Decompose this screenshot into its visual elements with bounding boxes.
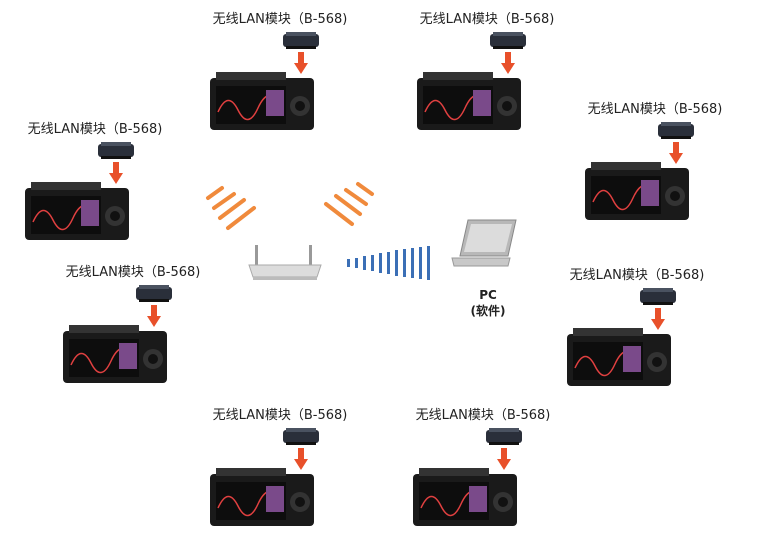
- wireless-lan-module-icon: [490, 32, 526, 49]
- signal-strength-icon: [347, 246, 430, 280]
- wireless-lan-module-icon: [486, 428, 522, 445]
- logger-node-2: 无线LAN模块（B-568): [412, 8, 562, 133]
- module-label: 无线LAN模块（B-568): [65, 265, 201, 280]
- data-logger-icon: [210, 468, 314, 526]
- down-arrow-icon: [109, 162, 123, 184]
- logger-node-3: 无线LAN模块（B-568): [20, 118, 170, 243]
- down-arrow-icon: [669, 142, 683, 164]
- data-logger-icon: [585, 162, 689, 220]
- pc-label-sub: (软件): [470, 304, 506, 318]
- down-arrow-icon: [294, 448, 308, 470]
- module-label: 无线LAN模块（B-568): [419, 12, 555, 27]
- module-label: 无线LAN模块（B-568): [415, 408, 551, 423]
- wireless-lan-module-icon: [283, 428, 319, 445]
- pc-label-title: PC: [479, 288, 497, 302]
- down-arrow-icon: [501, 52, 515, 74]
- logger-node-5: 无线LAN模块（B-568): [58, 261, 208, 386]
- pc-label: PC (软件): [455, 287, 521, 319]
- down-arrow-icon: [497, 448, 511, 470]
- data-logger-icon: [413, 468, 517, 526]
- laptop-icon: [451, 219, 517, 267]
- down-arrow-icon: [651, 308, 665, 330]
- data-logger-icon: [25, 182, 129, 240]
- module-label: 无线LAN模块（B-568): [587, 102, 723, 117]
- wireless-router-icon: [248, 245, 322, 280]
- logger-node-4: 无线LAN模块（B-568): [580, 98, 730, 223]
- wireless-lan-module-icon: [640, 288, 676, 305]
- module-label: 无线LAN模块（B-568): [212, 408, 348, 423]
- data-logger-icon: [417, 72, 521, 130]
- logger-node-1: 无线LAN模块（B-568): [205, 8, 355, 133]
- data-logger-icon: [567, 328, 671, 386]
- wireless-waves-left-icon: [206, 186, 256, 230]
- down-arrow-icon: [294, 52, 308, 74]
- wireless-lan-module-icon: [283, 32, 319, 49]
- module-label: 无线LAN模块（B-568): [569, 268, 705, 283]
- logger-node-8: 无线LAN模块（B-568): [408, 404, 558, 529]
- down-arrow-icon: [147, 305, 161, 327]
- module-label: 无线LAN模块（B-568): [212, 12, 348, 27]
- logger-node-7: 无线LAN模块（B-568): [205, 404, 355, 529]
- module-label: 无线LAN模块（B-568): [27, 122, 163, 137]
- logger-node-6: 无线LAN模块（B-568): [562, 264, 712, 389]
- wireless-lan-module-icon: [658, 122, 694, 139]
- data-logger-icon: [210, 72, 314, 130]
- wireless-lan-module-icon: [98, 142, 134, 159]
- wireless-waves-right-icon: [324, 182, 374, 226]
- data-logger-icon: [63, 325, 167, 383]
- wireless-lan-module-icon: [136, 285, 172, 302]
